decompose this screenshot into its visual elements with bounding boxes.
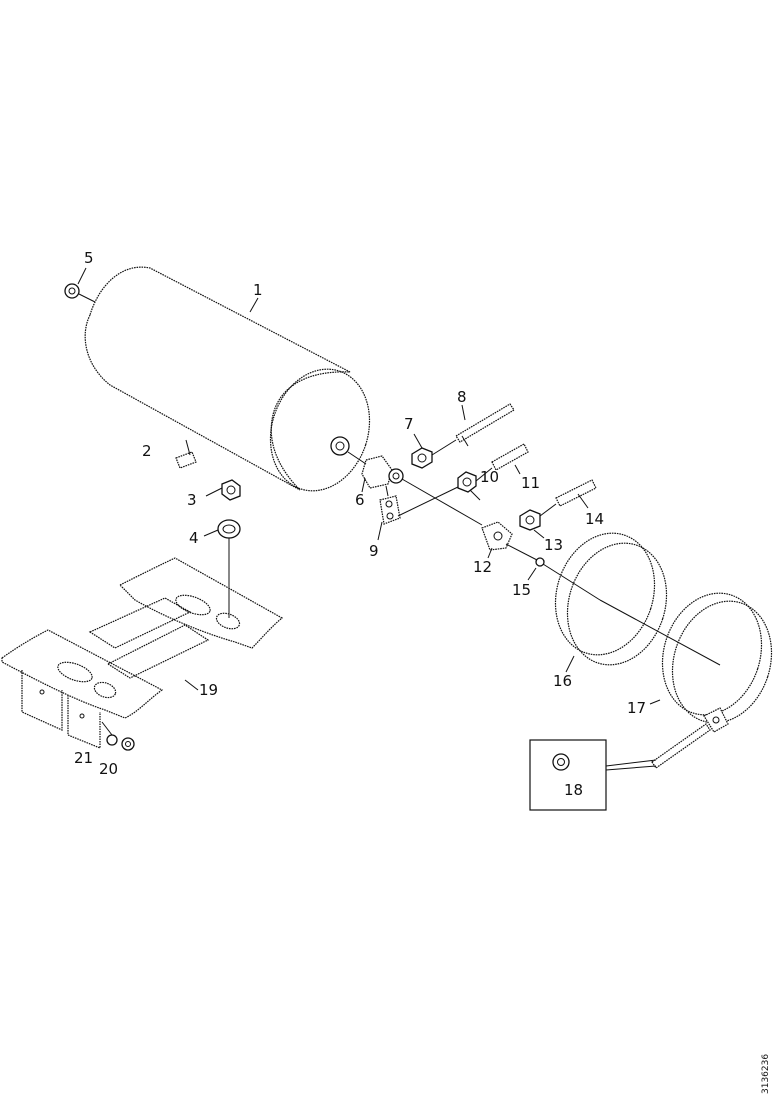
callout-10: 10: [480, 468, 499, 486]
callout-14: 14: [585, 510, 604, 528]
washer: [217, 519, 241, 618]
callout-12: 12: [473, 558, 492, 576]
callout-20: 20: [99, 760, 118, 778]
callout-1: 1: [253, 281, 263, 299]
fittings-cluster: [347, 403, 601, 601]
callout-13: 13: [544, 536, 563, 554]
callout-8: 8: [457, 388, 467, 406]
mounting-nut: [221, 479, 241, 501]
callout-4: 4: [189, 529, 199, 547]
callout-11: 11: [521, 474, 540, 492]
drawing-reference-number: 3136236: [761, 1054, 771, 1094]
callout-17: 17: [627, 699, 646, 717]
bolt-and-nut: [101, 721, 135, 751]
callout-6: 6: [355, 491, 365, 509]
bracket-clip: [175, 439, 197, 469]
callout-18: 18: [564, 781, 583, 799]
detail-box-lock-nut: [529, 739, 657, 811]
callout-19: 19: [199, 681, 218, 699]
callout-2: 2: [142, 442, 152, 460]
callout-labels: 1 2 3 4 5 6 7 8 9 10 11 12 13 14 15 16 1…: [74, 249, 646, 799]
callout-7: 7: [404, 415, 414, 433]
callout-leaders: [77, 267, 661, 705]
callout-16: 16: [553, 672, 572, 690]
mounting-bracket-plate: [1, 557, 284, 749]
callout-3: 3: [187, 491, 197, 509]
callout-15: 15: [512, 581, 531, 599]
tensioner-strap: [651, 592, 773, 769]
air-tank: [84, 266, 371, 492]
callout-9: 9: [369, 542, 379, 560]
callout-21: 21: [74, 749, 93, 767]
callout-5: 5: [84, 249, 94, 267]
strap-band: [554, 532, 721, 666]
drain-plug: [64, 283, 96, 303]
